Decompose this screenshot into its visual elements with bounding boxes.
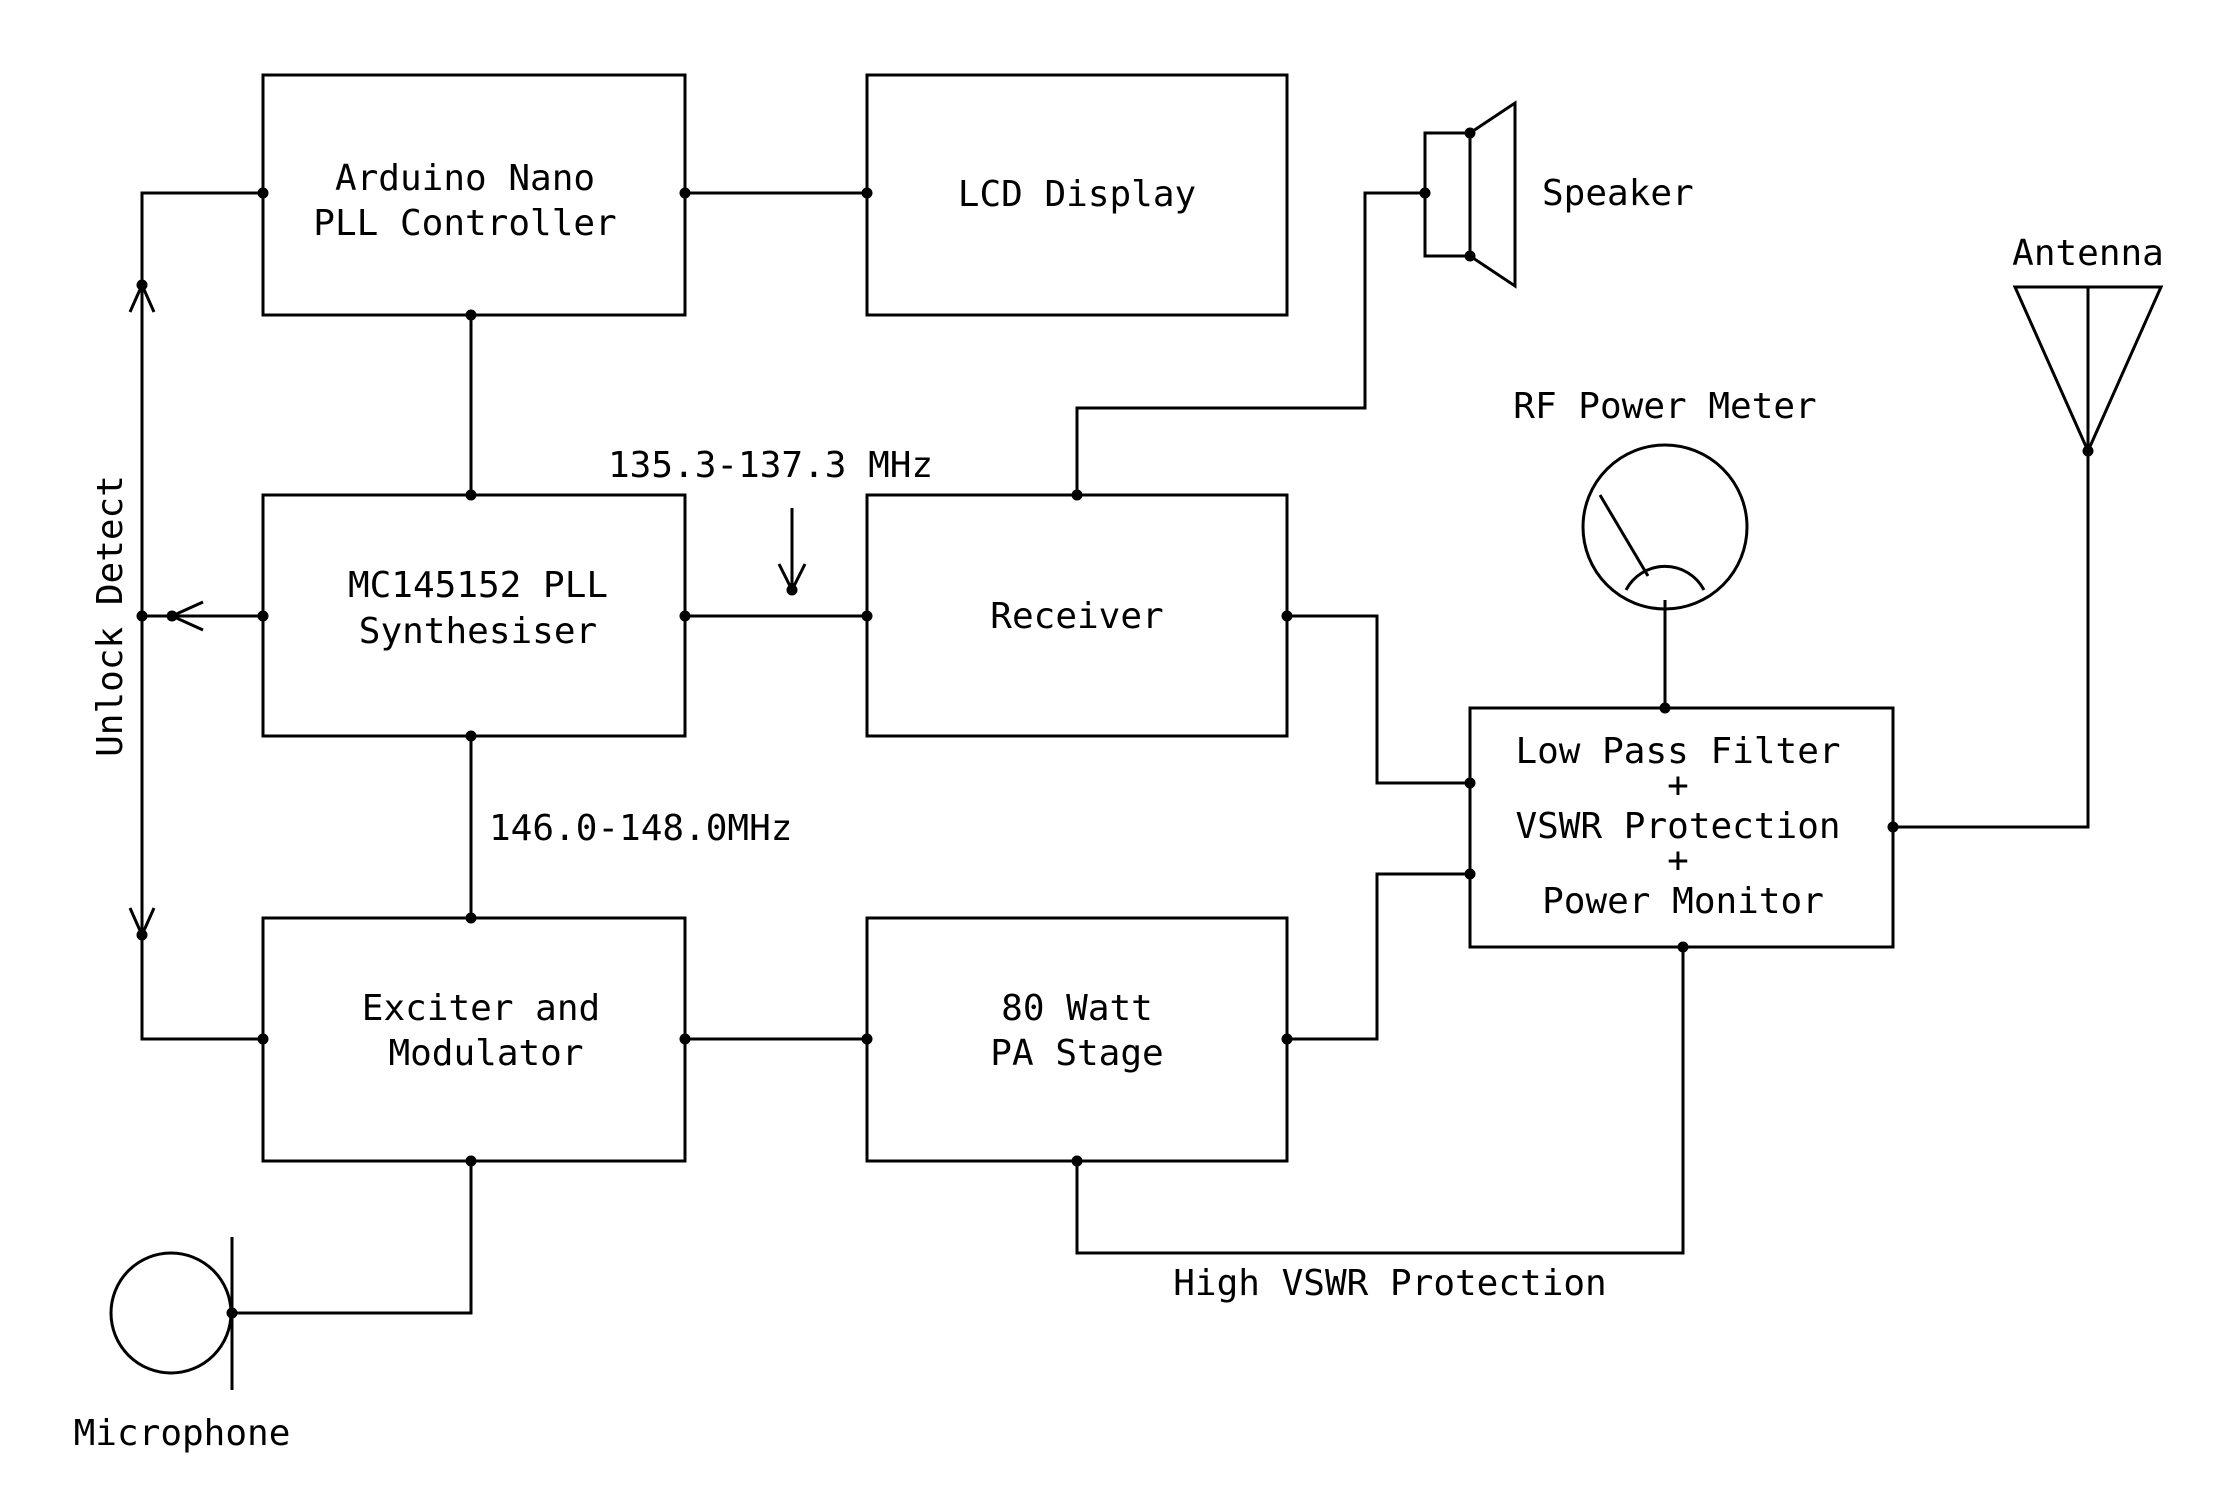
rx-frequency-label: 135.3-137.3 MHz	[608, 445, 933, 486]
wire-high-vswr	[1075, 947, 1685, 1255]
lpf-label-line1: Low Pass Filter	[1515, 731, 1840, 772]
arduino-label-line2: PLL Controller	[313, 203, 616, 244]
lpf-block: Low Pass Filter + VSWR Protection + Powe…	[1468, 706, 1895, 949]
lpf-label-line2: VSWR Protection	[1515, 806, 1840, 847]
speaker-label: Speaker	[1542, 173, 1694, 214]
lpf-label-plus1: +	[1667, 765, 1689, 806]
pa-label-line2: PA Stage	[990, 1033, 1163, 1074]
wire-exciter-mic	[232, 1161, 473, 1315]
pll-block: MC145152 PLL Synthesiser	[261, 493, 687, 738]
wire-receiver-speaker	[1075, 191, 1425, 495]
wire-pa-lpf	[1287, 872, 1470, 1041]
receiver-block: Receiver	[865, 493, 1289, 738]
antenna-label: Antenna	[2012, 233, 2164, 274]
microphone-label: Microphone	[74, 1413, 291, 1454]
lcd-label: LCD Display	[958, 174, 1196, 215]
lpf-label-line3: Power Monitor	[1542, 881, 1824, 922]
high-vswr-label: High VSWR Protection	[1173, 1263, 1606, 1304]
arduino-block: Arduino Nano PLL Controller	[261, 73, 687, 317]
antenna-icon	[2012, 285, 2164, 455]
microphone-icon	[109, 1237, 234, 1390]
pa-block: 80 Watt PA Stage	[865, 916, 1289, 1163]
unlock-detect-label: Unlock Detect	[90, 475, 131, 757]
arduino-label-line1: Arduino Nano	[335, 158, 595, 199]
exciter-label-line2: Modulator	[388, 1033, 583, 1074]
lpf-label-plus2: +	[1667, 840, 1689, 881]
exciter-block: Exciter and Modulator	[261, 916, 687, 1163]
rf-power-meter-label: RF Power Meter	[1513, 386, 1816, 427]
wire-lpf-antenna	[1893, 451, 2090, 829]
receiver-label: Receiver	[990, 596, 1163, 637]
exciter-label-line1: Exciter and	[362, 988, 600, 1029]
rf-power-meter-icon	[1581, 443, 1749, 611]
lcd-block: LCD Display	[865, 73, 1289, 317]
wire-receiver-lpf	[1287, 614, 1470, 785]
speaker-icon	[1423, 100, 1517, 289]
pa-label-line1: 80 Watt	[1001, 988, 1153, 1029]
tx-frequency-label: 146.0-148.0MHz	[489, 808, 792, 849]
free-labels: Speaker Antenna RF Power Meter 135.3-137…	[74, 173, 2164, 1454]
pll-label-line1: MC145152 PLL	[348, 565, 608, 606]
junction-dots	[136, 127, 2094, 1319]
pll-label-line2: Synthesiser	[359, 611, 597, 652]
